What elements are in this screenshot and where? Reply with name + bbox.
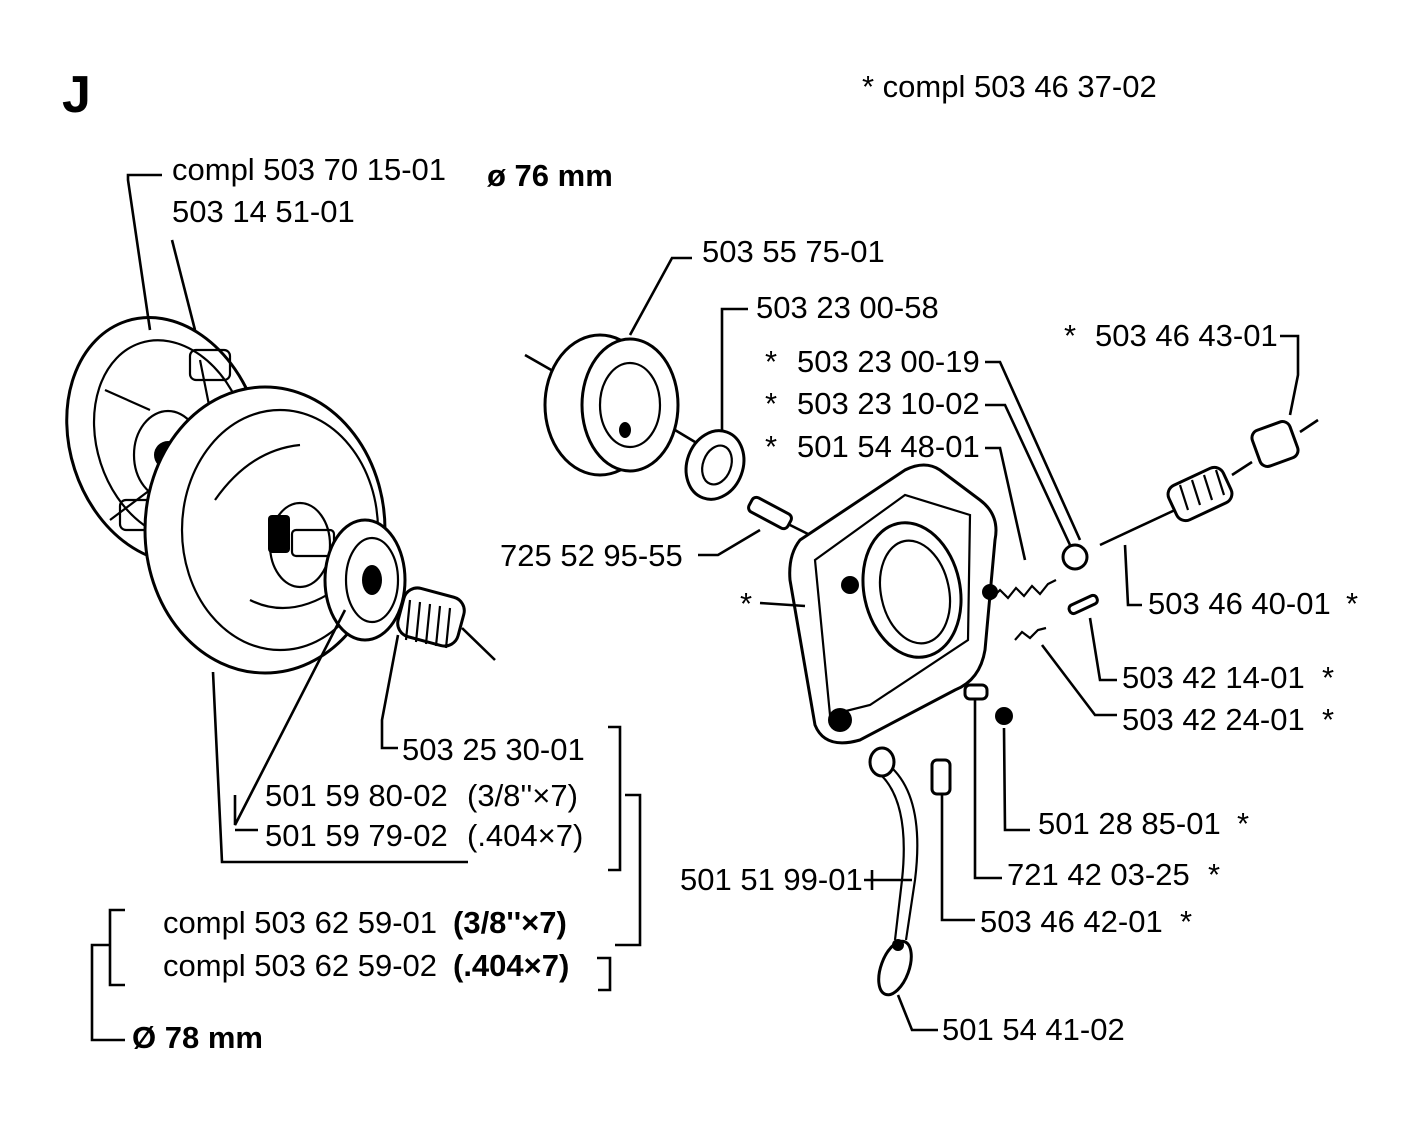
section-letter: J (62, 66, 91, 124)
asterisk-housing: * (740, 586, 752, 621)
oil-hose-drawing (868, 746, 952, 997)
asterisk-503-42-24-01: * (1322, 702, 1334, 737)
label-compl-503-62-59-02: compl 503 62 59-02 (163, 948, 437, 983)
label-503-46-40-01: 503 46 40-01 (1148, 586, 1331, 621)
label-725-52-95-55: 725 52 95-55 (500, 538, 683, 573)
header-compl-note: * compl 503 46 37-02 (862, 69, 1157, 104)
label-501-51-99-01: 501 51 99-01 (680, 862, 863, 897)
label-compl-503-62-59-01: compl 503 62 59-01 (163, 905, 437, 940)
label-501-59-80-02: 501 59 80-02 (265, 778, 448, 813)
label-pitch-3-8: (3/8''×7) (467, 778, 578, 813)
asterisk-501-28-85-01: * (1237, 806, 1249, 841)
oil-pump-housing-drawing (788, 463, 998, 745)
asterisk-501-54-48-01: * (765, 429, 777, 464)
label-pitch-404-bold: (.404×7) (453, 948, 569, 983)
label-pitch-3-8-bold: (3/8''×7) (453, 905, 567, 940)
needle-bearing-drawing (396, 586, 496, 661)
asterisk-503-42-14-01: * (1322, 660, 1334, 695)
label-503-46-43-01: 503 46 43-01 (1095, 318, 1278, 353)
label-503-25-30-01: 503 25 30-01 (402, 732, 585, 767)
asterisk-721-42-03-25: * (1208, 857, 1220, 892)
label-501-59-79-02: 501 59 79-02 (265, 818, 448, 853)
label-diameter-76: ø 76 mm (487, 158, 613, 193)
label-501-28-85-01: 501 28 85-01 (1038, 806, 1221, 841)
rim-sprocket-drawing (323, 518, 407, 642)
spring-drawing (989, 543, 1089, 601)
label-compl-503-70-15-01: compl 503 70 15-01 (172, 152, 446, 187)
leader-lines (90, 173, 1300, 1042)
label-503-42-24-01: 503 42 24-01 (1122, 702, 1305, 737)
asterisk-503-23-00-19: * (765, 344, 777, 379)
washer-drawing (684, 429, 746, 501)
small-pins-drawing (963, 593, 1099, 725)
pulley-drawing (524, 333, 706, 477)
label-503-23-00-19: 503 23 00-19 (797, 344, 980, 379)
label-503-23-10-02: 503 23 10-02 (797, 386, 980, 421)
label-501-54-48-01: 501 54 48-01 (797, 429, 980, 464)
label-501-54-41-02: 501 54 41-02 (942, 1012, 1125, 1047)
label-503-46-42-01: 503 46 42-01 (980, 904, 1163, 939)
asterisk-503-46-40-01: * (1346, 586, 1358, 621)
label-503-14-51-01: 503 14 51-01 (172, 194, 355, 229)
label-pitch-404: (.404×7) (467, 818, 583, 853)
asterisk-503-46-43-01: * (1064, 318, 1076, 353)
label-diameter-78: Ø 78 mm (132, 1020, 263, 1055)
label-503-42-14-01: 503 42 14-01 (1122, 660, 1305, 695)
label-503-23-00-58: 503 23 00-58 (756, 290, 939, 325)
pump-piston-drawing (1099, 418, 1319, 547)
asterisk-503-23-10-02: * (765, 386, 777, 421)
label-503-55-75-01: 503 55 75-01 (702, 234, 885, 269)
label-721-42-03-25: 721 42 03-25 (1007, 857, 1190, 892)
asterisk-503-46-42-01: * (1180, 904, 1192, 939)
